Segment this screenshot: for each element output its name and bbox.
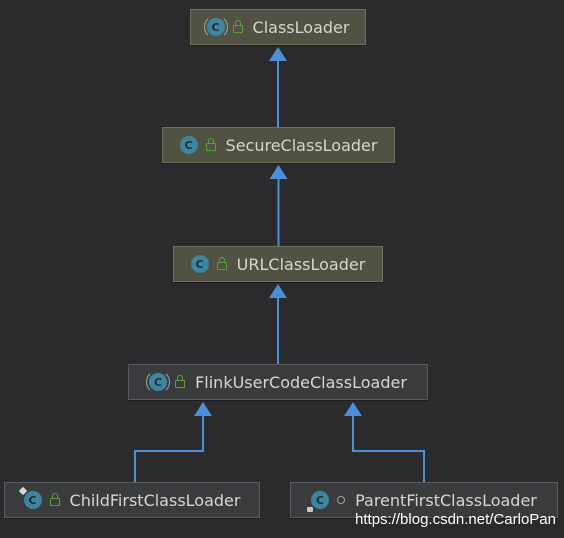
inheritance-arrowhead-url [269, 165, 288, 179]
node-label: ParentFirstClassLoader [355, 490, 537, 510]
inheritance-edge-parentfirst [352, 416, 425, 482]
inheritance-arrowhead-secure [269, 47, 287, 61]
lock-icon [232, 20, 243, 33]
lock-icon [49, 493, 60, 506]
node-flinkusercodeclassloader[interactable]: C FlinkUserCodeClassLoader [128, 364, 428, 400]
node-label: URLClassLoader [236, 254, 366, 274]
node-label: ChildFirstClassLoader [69, 490, 241, 510]
watermark: https://blog.csdn.net/CarloPan [355, 511, 556, 528]
node-secureclassloader[interactable]: C SecureClassLoader [162, 127, 395, 163]
node-label: ClassLoader [252, 17, 350, 37]
final-class-icon: C [18, 486, 42, 509]
node-label: FlinkUserCodeClassLoader [195, 372, 407, 392]
node-parentfirstclassloader[interactable]: C ParentFirstClassLoader [290, 482, 558, 518]
private-class-icon: C [307, 491, 330, 512]
inheritance-arrowhead-parentfirst [344, 402, 362, 416]
node-childfirstclassloader[interactable]: C ChildFirstClassLoader [4, 482, 260, 518]
lock-icon [216, 257, 227, 270]
lock-icon [205, 138, 216, 151]
class-icon: C [190, 255, 209, 273]
inheritance-edge-childfirst [134, 416, 204, 482]
inheritance-arrowhead-childfirst [194, 402, 212, 416]
inheritance-arrowhead-flink [269, 284, 287, 298]
node-label: SecureClassLoader [225, 135, 378, 155]
lock-icon [175, 375, 186, 388]
class-icon: C [179, 136, 198, 154]
abstract-class-icon: C [146, 370, 171, 394]
abstract-class-icon: C [203, 15, 228, 39]
node-urlclassloader[interactable]: C URLClassLoader [173, 246, 383, 282]
node-classloader[interactable]: C ClassLoader [190, 9, 366, 45]
package-private-icon [337, 496, 346, 504]
